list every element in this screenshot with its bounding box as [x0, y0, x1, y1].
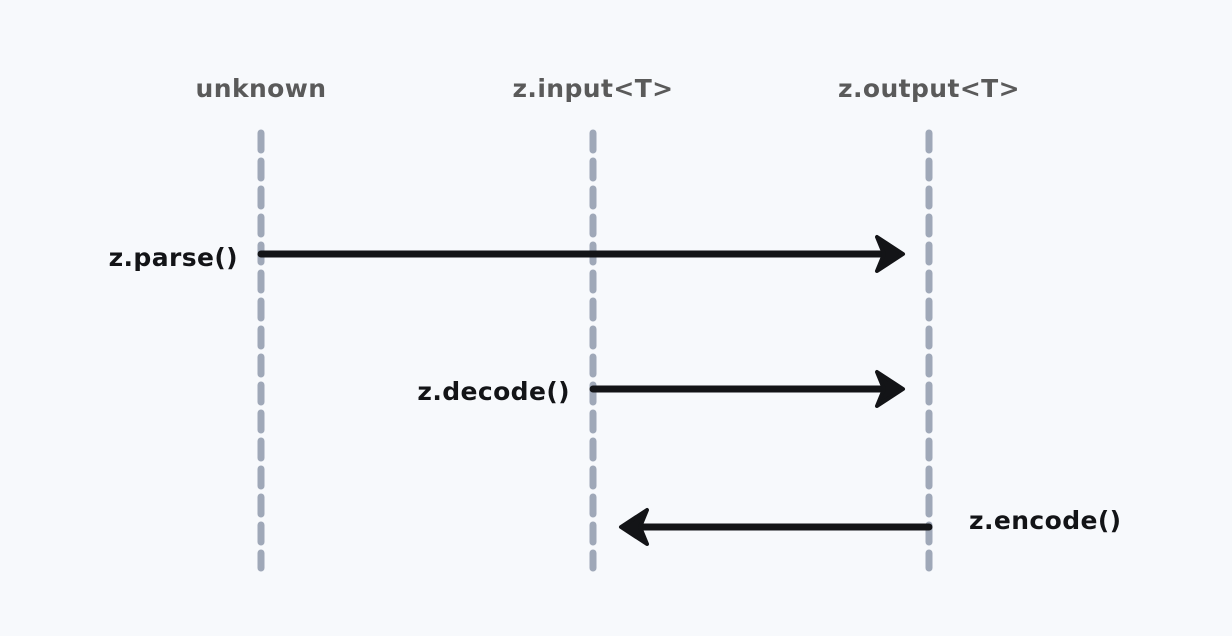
messages-group: z.parse() z.decode() z.encode() [109, 235, 1122, 546]
participants-group: unknown z.input<T> z.output<T> [196, 74, 1020, 103]
participant-label-unknown: unknown [196, 74, 327, 103]
message-label-parse: z.parse() [109, 243, 238, 272]
message-arrowhead-parse [875, 235, 905, 273]
message-label-decode: z.decode() [417, 377, 570, 406]
participant-label-z-input: z.input<T> [512, 74, 673, 103]
message-parse: z.parse() [109, 235, 905, 273]
message-encode: z.encode() [619, 506, 1122, 546]
participant-label-z-output: z.output<T> [838, 74, 1020, 103]
lifelines-group [257, 129, 933, 572]
message-decode: z.decode() [417, 370, 905, 408]
message-arrowhead-decode [875, 370, 905, 408]
message-arrowhead-encode [619, 508, 649, 546]
message-label-encode: z.encode() [969, 506, 1122, 535]
